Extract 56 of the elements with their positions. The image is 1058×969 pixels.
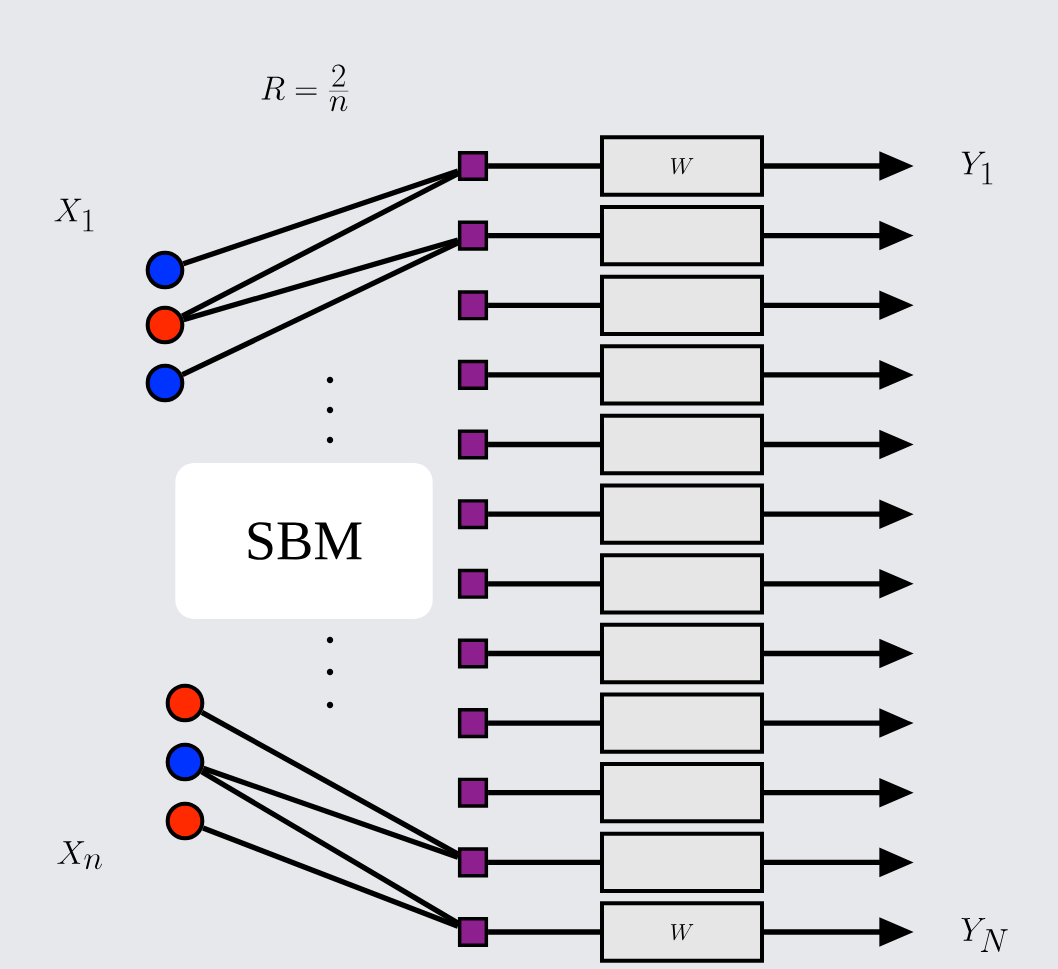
factor-square — [457, 847, 489, 878]
channel-box — [600, 762, 764, 824]
variable-label: $X_n$ — [57, 841, 102, 870]
vertex-circle — [165, 742, 205, 782]
channel-box — [600, 692, 764, 754]
connector-line — [488, 372, 600, 378]
connector-line — [202, 825, 459, 929]
factor-square — [457, 916, 489, 948]
connector-line — [488, 859, 600, 866]
channel-box: $W$ — [600, 901, 764, 963]
connector-line — [488, 790, 600, 796]
connector-line — [488, 650, 600, 657]
vertex-circle — [145, 363, 185, 403]
connector-line — [488, 581, 600, 587]
factor-square — [457, 150, 489, 182]
factor-square — [457, 499, 489, 530]
channel-box: $W$ — [600, 135, 764, 197]
connector-line — [182, 237, 459, 323]
channel-box — [600, 413, 764, 476]
factor-square — [457, 220, 489, 251]
vertex-circle — [165, 683, 205, 723]
fraction-label: $R = \frac{2}{n}$ — [261, 64, 349, 112]
factor-square — [457, 429, 489, 460]
vertex-circle — [145, 305, 185, 345]
channel-box — [600, 553, 764, 615]
connector-line — [202, 765, 459, 860]
channel-box — [600, 622, 764, 685]
channel-box — [600, 274, 764, 336]
factor-square — [457, 708, 489, 739]
variable-label: $X_1$ — [54, 198, 94, 232]
variable-label: $Y_1$ — [961, 151, 993, 185]
connector-line — [488, 511, 600, 517]
connector-line — [488, 441, 600, 448]
connector-line — [488, 720, 600, 726]
variable-label: $Y_N$ — [961, 918, 1008, 952]
factor-square — [457, 777, 489, 808]
vertex-circle — [165, 801, 205, 841]
connector-line — [180, 171, 460, 319]
connector-line — [182, 168, 459, 267]
factor-square — [457, 568, 489, 599]
connector-line — [488, 302, 600, 308]
factor-square — [457, 638, 489, 669]
connector-line — [200, 710, 460, 857]
connector-line — [200, 769, 460, 926]
channel-box — [600, 831, 764, 894]
channel-box — [600, 204, 764, 267]
connector-line — [488, 163, 600, 169]
connector-line — [488, 232, 600, 239]
connector-line — [181, 240, 460, 378]
label-box: SBM — [175, 463, 433, 619]
factor-square — [457, 359, 489, 390]
vertex-circle — [145, 250, 185, 290]
channel-box — [600, 483, 764, 545]
channel-box — [600, 344, 764, 406]
factor-square — [457, 290, 489, 321]
connector-line — [488, 929, 600, 935]
